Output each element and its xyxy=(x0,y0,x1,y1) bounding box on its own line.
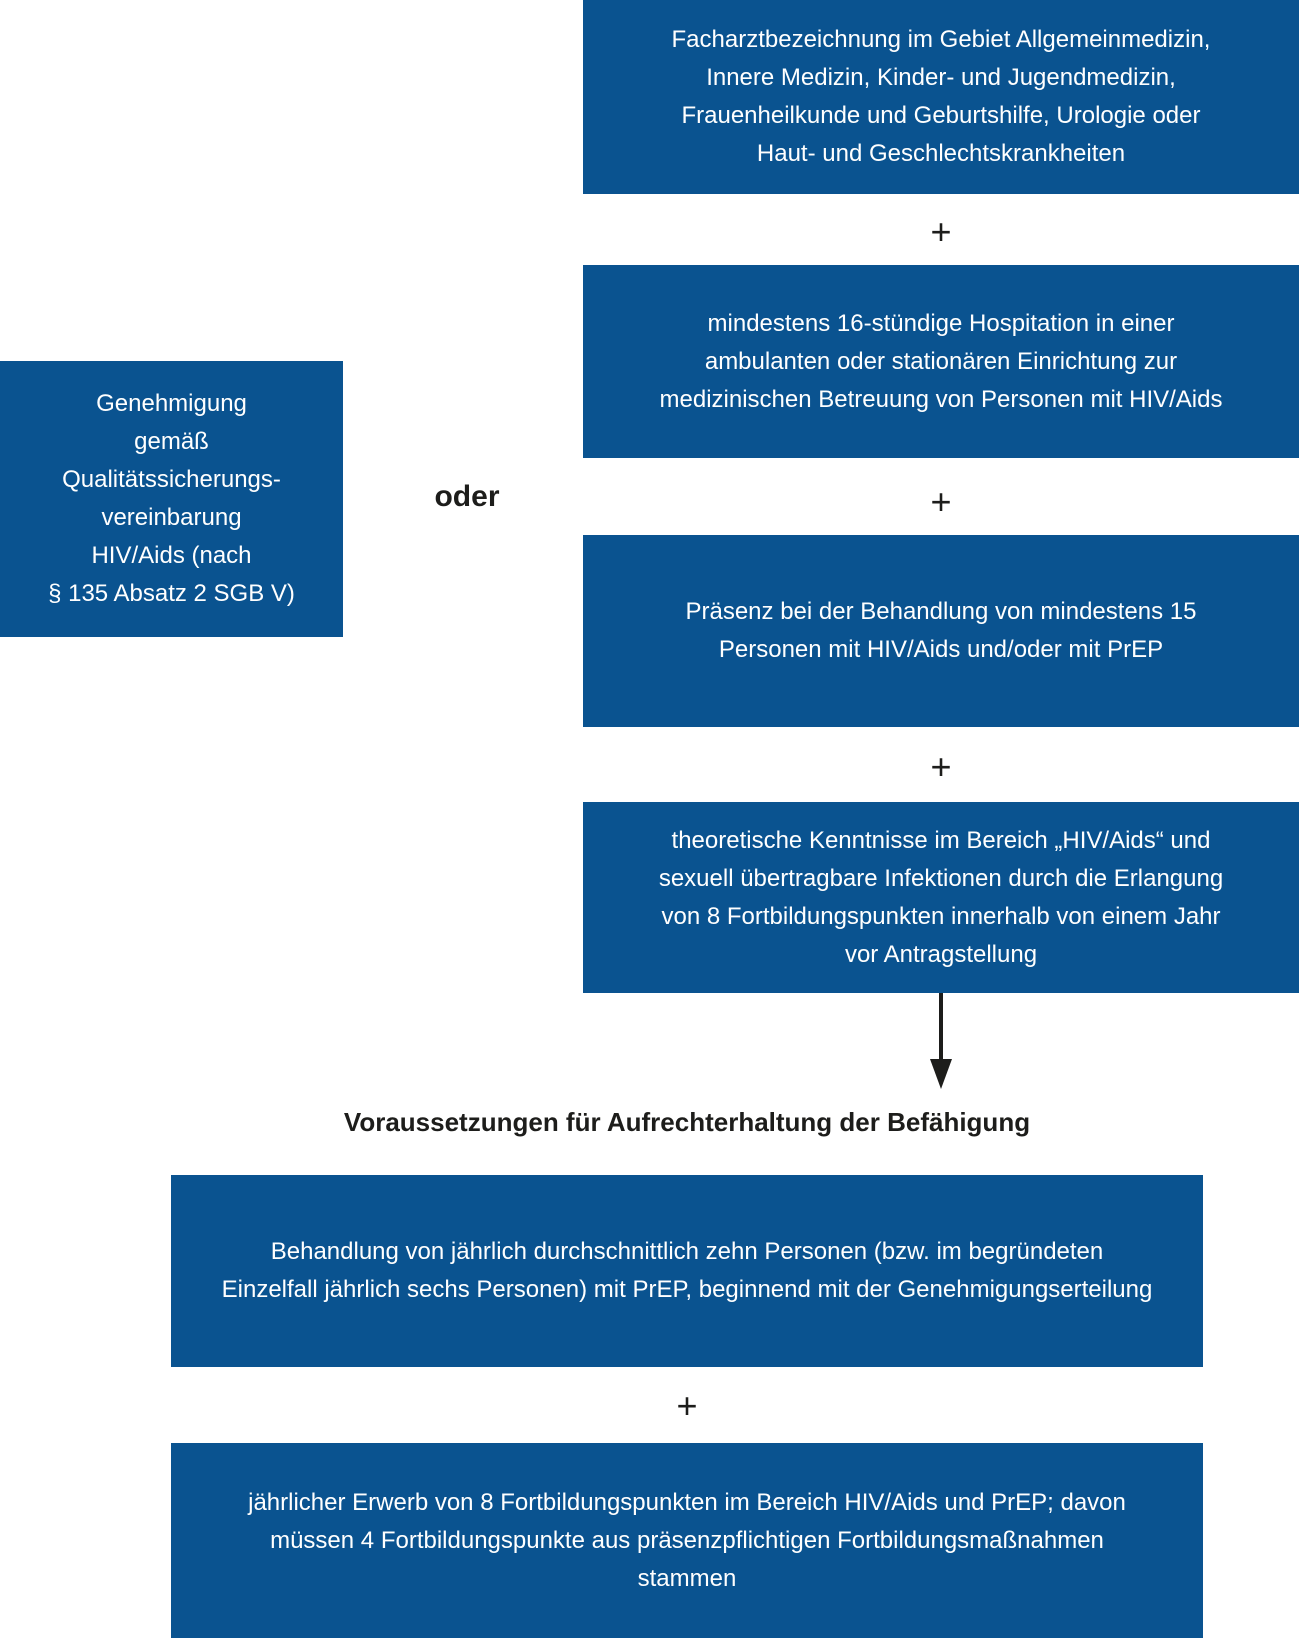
plus-connector-3: + xyxy=(930,746,952,787)
plus-connector-4: + xyxy=(676,1385,698,1426)
maintenance-box-behandlung: Behandlung von jährlich durchschnittlich… xyxy=(171,1175,1203,1367)
maintenance-box-fortbildung: jährlicher Erwerb von 8 Fortbildungspunk… xyxy=(171,1443,1203,1638)
criteria-box-hospitation-text: mindestens 16-stündige Hospitation in ei… xyxy=(659,309,1223,413)
criteria-box-facharztbezeichnung-text: Facharztbezeichnung im Gebiet Allgemeinm… xyxy=(671,26,1211,167)
criteria-box-theoretische-kenntnisse: theoretische Kenntnisse im Bereich „HIV/… xyxy=(583,802,1299,993)
plus-connector-1: + xyxy=(930,211,952,252)
down-arrow-stem xyxy=(939,993,943,1061)
criteria-box-praesenz: Präsenz bei der Behandlung von mindesten… xyxy=(583,535,1299,727)
maintenance-box-fortbildung-text: jährlicher Erwerb von 8 Fortbildungspunk… xyxy=(248,1488,1126,1592)
criteria-box-facharztbezeichnung: Facharztbezeichnung im Gebiet Allgemeinm… xyxy=(583,0,1299,194)
maintenance-box-behandlung-text: Behandlung von jährlich durchschnittlich… xyxy=(221,1238,1153,1303)
maintenance-heading: Voraussetzungen für Aufrechterhaltung de… xyxy=(343,1107,1031,1137)
plus-connector-2: + xyxy=(930,481,952,522)
criteria-box-theoretische-kenntnisse-text: theoretische Kenntnisse im Bereich „HIV/… xyxy=(658,826,1224,968)
criteria-box-praesenz-text: Präsenz bei der Behandlung von mindesten… xyxy=(685,598,1197,663)
approval-box: Genehmigung gemäß Qualitätssicherungs- v… xyxy=(0,361,343,637)
criteria-box-hospitation: mindestens 16-stündige Hospitation in ei… xyxy=(583,265,1299,458)
or-connector-label: oder xyxy=(434,480,500,513)
approval-box-text: Genehmigung gemäß Qualitätssicherungs- v… xyxy=(48,390,295,607)
down-arrow-head xyxy=(930,1059,952,1089)
